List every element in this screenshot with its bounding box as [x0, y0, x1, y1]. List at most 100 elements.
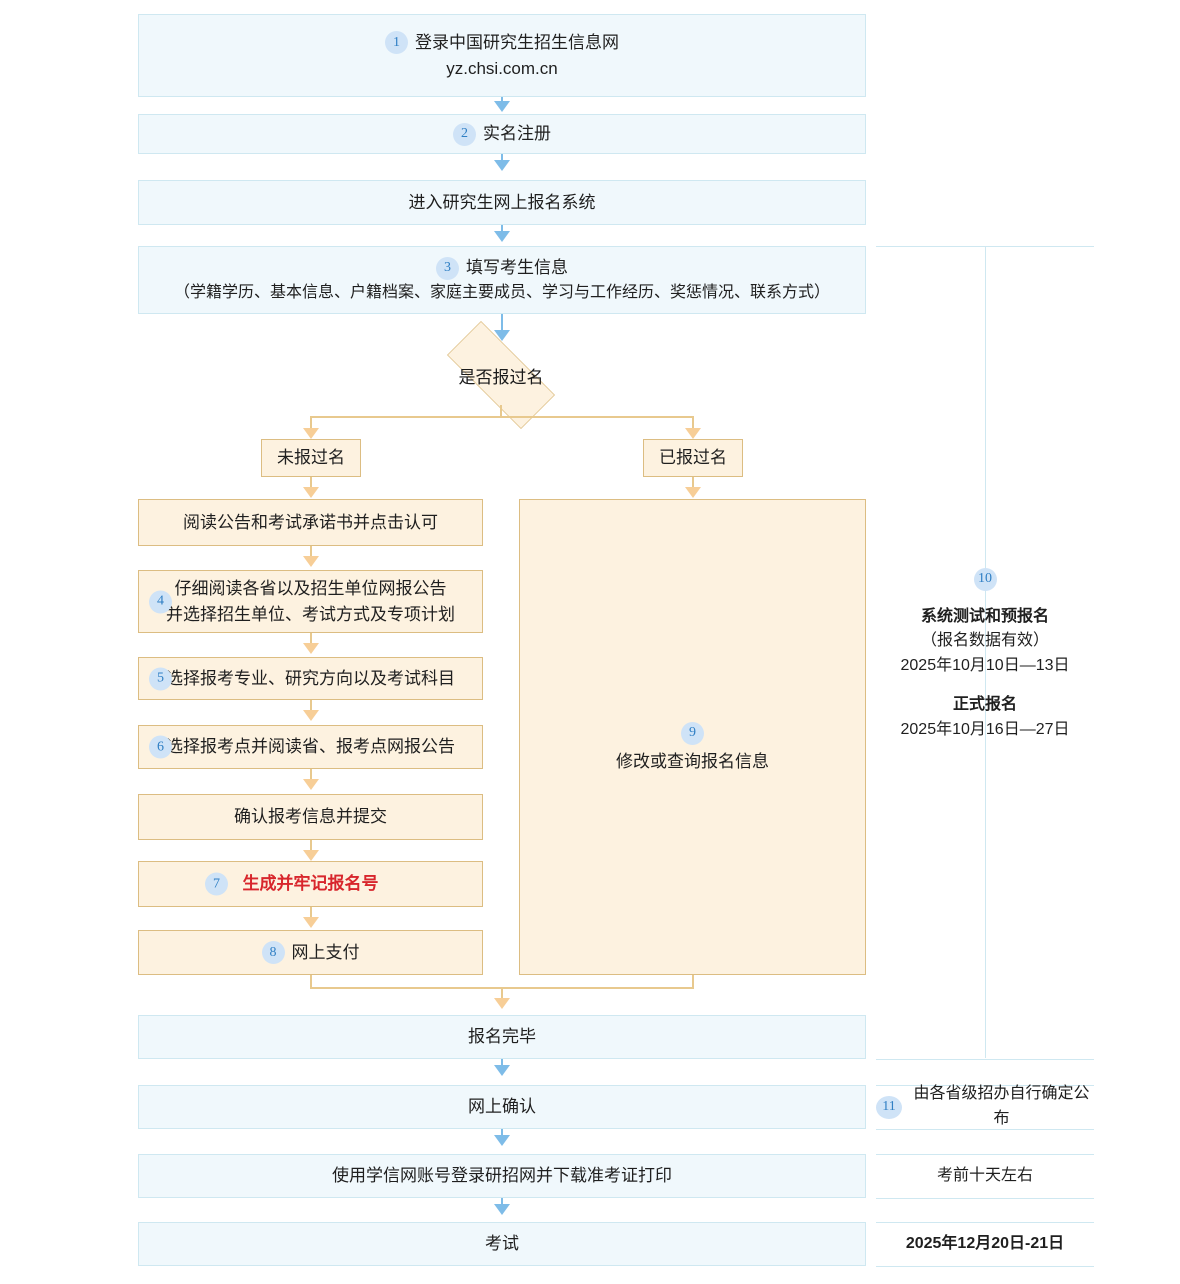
node-enter-system[interactable]: 进入研究生网上报名系统 — [138, 180, 866, 225]
node-download-admission-ticket-label: 使用学信网账号登录研招网并下载准考证打印 — [332, 1166, 672, 1186]
step-badge-9: 9 — [681, 721, 704, 745]
arrow-to-branch-no — [303, 428, 319, 439]
node-branch-not-registered[interactable]: 未报过名 — [261, 439, 361, 477]
connector-modify-down — [692, 975, 694, 988]
connector-fillinfo-to-decision — [501, 314, 503, 334]
connector-decision-left-down — [310, 416, 312, 432]
node-modify-or-query-label: 修改或查询报名信息 — [616, 751, 769, 771]
arrow-readnotice-down — [303, 556, 319, 567]
timeline-divider-top — [876, 246, 1094, 247]
timeline-cell-registration-dates: 10 系统测试和预报名 （报名数据有效） 2025年10月10日—13日 正式报… — [876, 555, 1094, 755]
node-choose-major-label: 选择报考专业、研究方向以及考试科目 — [166, 668, 455, 688]
node-generate-registration-number[interactable]: 7 生成并牢记报名号 — [138, 861, 483, 907]
node-choose-major[interactable]: 5 选择报考专业、研究方向以及考试科目 — [138, 657, 483, 700]
arrow-generate-down — [303, 917, 319, 928]
connector-decision-right-down — [692, 416, 694, 432]
step-badge-10: 10 — [973, 567, 997, 591]
node-download-admission-ticket[interactable]: 使用学信网账号登录研招网并下载准考证打印 — [138, 1154, 866, 1198]
timeline-divider-7 — [876, 1266, 1094, 1267]
arrow-readprovince-down — [303, 643, 319, 654]
node-branch-not-registered-label: 未报过名 — [277, 448, 345, 468]
node-real-name-register[interactable]: 2 实名注册 — [138, 114, 866, 154]
node-confirm-and-submit[interactable]: 确认报考信息并提交 — [138, 794, 483, 840]
timeline-formal-dates: 2025年10月16日—27日 — [900, 720, 1070, 738]
timeline-pretest-note: （报名数据有效） — [920, 632, 1049, 650]
node-exam[interactable]: 考试 — [138, 1222, 866, 1266]
node-choose-exam-site[interactable]: 6 选择报考点并阅读省、报考点网报公告 — [138, 725, 483, 769]
node-real-name-register-label: 实名注册 — [483, 124, 551, 144]
node-online-confirmation[interactable]: 网上确认 — [138, 1085, 866, 1129]
step-badge-6: 6 — [149, 735, 172, 759]
timeline-formal-title: 正式报名 — [952, 695, 1017, 713]
node-login-url: yz.chsi.com.cn — [446, 58, 558, 78]
step-badge-5: 5 — [149, 667, 172, 690]
node-confirm-and-submit-label: 确认报考信息并提交 — [234, 807, 387, 827]
arrow-ticket-to-exam — [494, 1204, 510, 1215]
node-login[interactable]: 1 登录中国研究生招生信息网 yz.chsi.com.cn — [138, 14, 866, 97]
arrow-branchno-down — [303, 487, 319, 498]
connector-choosesite-down — [310, 769, 312, 783]
node-branch-already-registered[interactable]: 已报过名 — [643, 439, 743, 477]
node-read-province-line2: 并选择招生单位、考试方式及专项计划 — [166, 604, 455, 624]
connector-merge-stem — [501, 987, 503, 1002]
arrow-register-to-system — [494, 160, 510, 171]
connector-branchyes-down — [692, 477, 694, 491]
timeline-pretest-dates: 2025年10月10日—13日 — [900, 657, 1070, 675]
node-decision-registered-before[interactable]: 是否报过名 — [427, 321, 575, 429]
node-online-payment[interactable]: 8 网上支付 — [138, 930, 483, 975]
timeline-exam-dates-text: 2025年12月20日-21日 — [905, 1234, 1065, 1252]
timeline-provincial-text: 由各省级招办自行确定公布 — [913, 1085, 1090, 1127]
timeline-divider-4 — [876, 1154, 1094, 1155]
node-enter-system-label: 进入研究生网上报名系统 — [408, 192, 596, 212]
connector-readnotice-down — [310, 546, 312, 560]
arrow-system-to-fillinfo — [494, 231, 510, 242]
arrow-branchyes-down — [685, 487, 701, 498]
node-read-notice-and-commitment[interactable]: 阅读公告和考试承诺书并点击认可 — [138, 499, 483, 546]
arrow-fillinfo-to-decision — [494, 330, 510, 341]
connector-branchno-down — [310, 477, 312, 491]
node-read-notice-label: 阅读公告和考试承诺书并点击认可 — [183, 512, 438, 532]
timeline-divider-3 — [876, 1129, 1094, 1130]
arrow-merge-to-done — [494, 998, 510, 1009]
connector-generate-down — [310, 907, 312, 921]
connector-choosemajor-down — [310, 700, 312, 714]
connector-decision-stem — [500, 405, 502, 418]
node-modify-or-query[interactable]: 9 修改或查询报名信息 — [519, 499, 866, 975]
step-badge-11: 11 — [876, 1095, 902, 1119]
node-fill-candidate-info-detail: （学籍学历、基本信息、户籍档案、家庭主要成员、学习与工作经历、奖惩情况、联系方式… — [173, 283, 830, 301]
connector-readprovince-down — [310, 633, 312, 647]
node-generate-registration-number-label: 生成并牢记报名号 — [242, 874, 379, 894]
timeline-pretest-title: 系统测试和预报名 — [920, 607, 1049, 625]
node-online-payment-label: 网上支付 — [291, 942, 360, 962]
node-decision-label: 是否报过名 — [458, 367, 544, 387]
step-badge-4: 4 — [149, 590, 172, 613]
node-fill-candidate-info[interactable]: 3 填写考生信息 （学籍学历、基本信息、户籍档案、家庭主要成员、学习与工作经历、… — [138, 246, 866, 314]
timeline-ten-days-text: 考前十天左右 — [936, 1166, 1033, 1184]
connector-confirm-down — [310, 840, 312, 854]
arrow-confirm-down — [303, 850, 319, 861]
timeline-divider-2 — [876, 1085, 1094, 1086]
timeline-cell-provincial-announcement: 11 由各省级招办自行确定公布 — [876, 1085, 1094, 1129]
node-read-province-announcement[interactable]: 4 仔细阅读各省以及招生单位网报公告 并选择招生单位、考试方式及专项计划 — [138, 570, 483, 633]
arrow-choosesite-down — [303, 779, 319, 790]
node-online-confirmation-label: 网上确认 — [468, 1097, 536, 1117]
node-signup-complete[interactable]: 报名完毕 — [138, 1015, 866, 1059]
timeline-cell-exam-dates: 2025年12月20日-21日 — [876, 1222, 1094, 1266]
node-read-province-line1: 仔细阅读各省以及招生单位网报公告 — [174, 579, 447, 598]
node-exam-label: 考试 — [485, 1234, 519, 1254]
timeline-divider-5 — [876, 1198, 1094, 1199]
step-badge-2: 2 — [453, 122, 476, 146]
timeline-center-line — [985, 246, 986, 1058]
timeline-divider-6 — [876, 1222, 1094, 1223]
step-badge-1: 1 — [385, 31, 408, 55]
step-badge-8: 8 — [261, 941, 285, 964]
arrow-login-to-register — [494, 101, 510, 112]
arrow-to-branch-yes — [685, 428, 701, 439]
node-login-title: 登录中国研究生招生信息网 — [415, 33, 619, 52]
node-branch-already-registered-label: 已报过名 — [659, 448, 727, 468]
arrow-confirm-to-ticket — [494, 1135, 510, 1146]
connector-pay-down — [310, 975, 312, 988]
timeline-divider-1 — [876, 1059, 1094, 1060]
connector-decision-split — [311, 416, 693, 418]
